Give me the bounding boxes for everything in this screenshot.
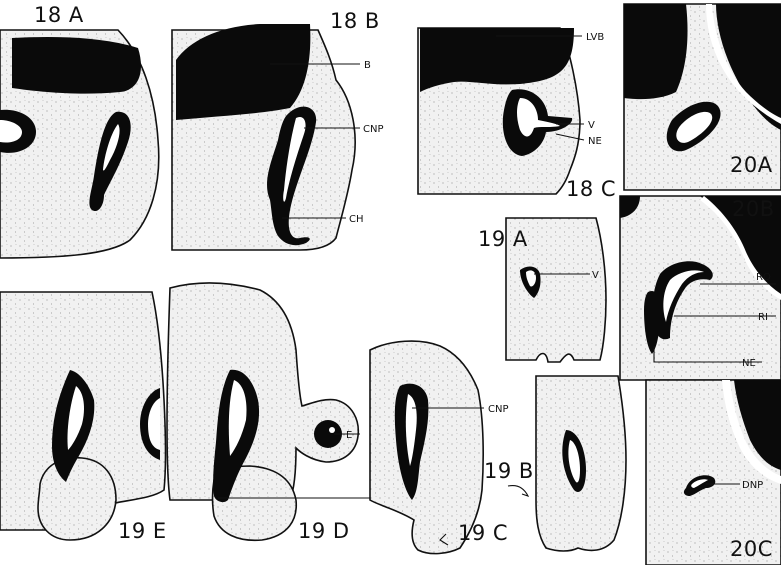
panel-18c: LVB V NE 18 C [418, 28, 616, 201]
panel-label-18a: 18 A [34, 3, 84, 27]
panel-20a: 20A [624, 4, 781, 190]
panel-19c: CNP 19 C [370, 341, 509, 554]
panel-label-19c: 19 C [458, 521, 508, 545]
panel-20b: RO RI NE 20B [620, 196, 781, 380]
panel-label-20b: 20B [732, 197, 775, 221]
label-cnp-19c: CNP [488, 404, 509, 415]
label-ch-18b: CH [349, 214, 364, 225]
label-ne-18c: NE [588, 136, 602, 147]
label-v-18c: V [588, 120, 595, 131]
label-ri: RI [758, 312, 768, 323]
panel-18b: B CNP CH 18 B [172, 9, 384, 250]
panel-label-19a: 19 A [478, 227, 528, 251]
panel-label-19b: 19 B [484, 459, 534, 483]
label-e: E [346, 430, 352, 441]
panel-18a: 18 A [0, 3, 159, 258]
label-ro: RO [756, 272, 771, 283]
label-ne-20b: NE [742, 358, 756, 369]
panel-label-20c: 20C [730, 537, 773, 561]
panel-19d: E CH 19 D [167, 283, 389, 543]
panel-label-20a: 20A [730, 153, 773, 177]
label-cnp-18b: CNP [363, 124, 384, 135]
panel-label-18c: 18 C [566, 177, 616, 201]
panel-19e: 19 E [0, 292, 167, 543]
label-lvb: LVB [586, 32, 604, 43]
panel-label-19e: 19 E [118, 519, 167, 543]
panel-label-19d: 19 D [298, 519, 350, 543]
label-v-19a: V [592, 270, 599, 281]
label-dnp: DNP [742, 480, 763, 491]
label-b: B [364, 60, 371, 71]
panel-20c: DNP 20C [646, 380, 781, 565]
panel-19a: V 19 A [478, 218, 606, 362]
panel-label-18b: 18 B [330, 9, 380, 33]
